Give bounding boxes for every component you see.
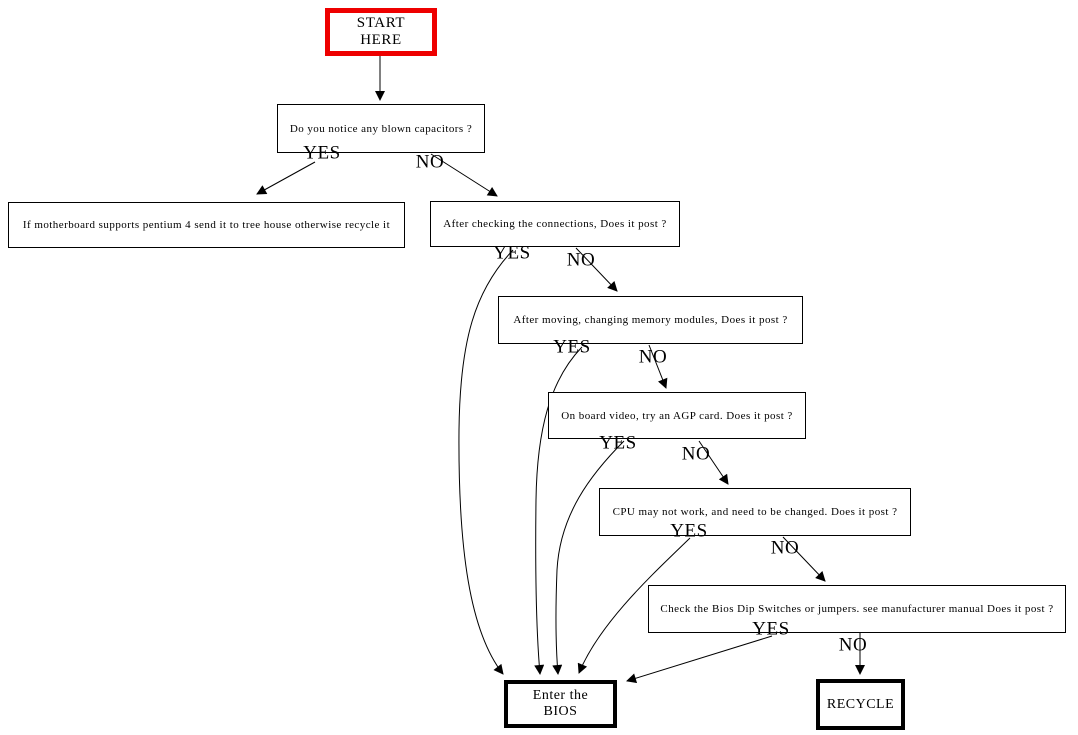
- edge-capacitors-yes-to-treehouse: [256, 161, 316, 195]
- node-connections-label: After checking the connections, Does it …: [443, 218, 667, 230]
- edge-label-yes-2: YES: [493, 242, 531, 264]
- node-memory: After moving, changing memory modules, D…: [498, 296, 803, 344]
- edge-label-yes-4: YES: [599, 432, 637, 454]
- edge-label-yes-5: YES: [670, 520, 708, 542]
- node-cpu: CPU may not work, and need to be changed…: [599, 488, 911, 536]
- edge-label-no-1: NO: [415, 151, 445, 173]
- edge-label-no-3: NO: [638, 346, 668, 368]
- node-start-label: START HERE: [356, 15, 406, 48]
- node-dip-switches: Check the Bios Dip Switches or jumpers. …: [648, 585, 1066, 633]
- edge-label-no-2: NO: [566, 249, 596, 271]
- edge-agp-yes-to-bios: [552, 440, 625, 675]
- node-recycle-label: RECYCLE: [826, 696, 895, 712]
- edge-label-no-4: NO: [681, 443, 711, 465]
- edge-label-yes-3: YES: [553, 336, 591, 358]
- edge-label-yes-1: YES: [303, 142, 341, 164]
- node-tree-house: If motherboard supports pentium 4 send i…: [8, 202, 405, 248]
- node-start: START HERE: [325, 8, 437, 56]
- edge-label-no-6: NO: [838, 634, 868, 656]
- node-memory-label: After moving, changing memory modules, D…: [513, 314, 788, 326]
- node-tree-house-label: If motherboard supports pentium 4 send i…: [22, 219, 391, 231]
- node-cpu-label: CPU may not work, and need to be changed…: [612, 506, 898, 518]
- node-connections: After checking the connections, Does it …: [430, 201, 680, 247]
- edge-dipswitches-yes-to-bios: [626, 635, 773, 684]
- node-dip-switches-label: Check the Bios Dip Switches or jumpers. …: [660, 603, 1054, 615]
- node-enter-bios: Enter the BIOS: [504, 680, 617, 728]
- edge-label-yes-6: YES: [752, 618, 790, 640]
- node-blown-capacitors-label: Do you notice any blown capacitors ?: [289, 122, 473, 135]
- node-agp-label: On board video, try an AGP card. Does it…: [561, 409, 793, 422]
- node-blown-capacitors: Do you notice any blown capacitors ?: [277, 104, 485, 153]
- node-enter-bios-label: Enter the BIOS: [532, 688, 589, 719]
- node-recycle: RECYCLE: [816, 679, 905, 730]
- edge-label-no-5: NO: [770, 537, 800, 559]
- node-agp: On board video, try an AGP card. Does it…: [548, 392, 806, 439]
